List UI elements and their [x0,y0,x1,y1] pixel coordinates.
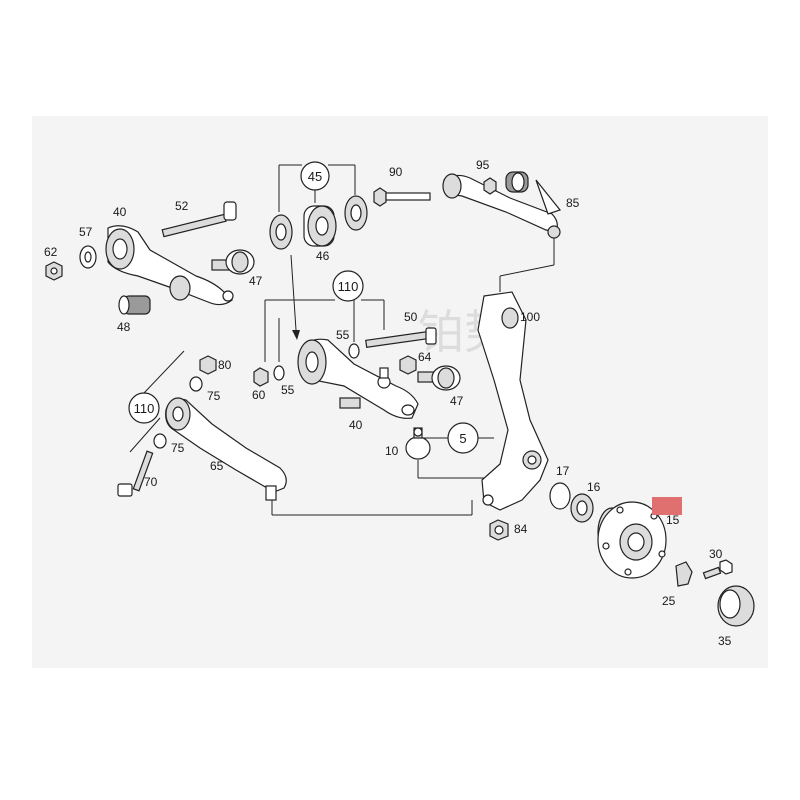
highlight-marker [652,497,682,515]
balljoint-47-left [211,249,255,275]
label-57: 57 [79,225,93,239]
steering-knuckle-100 [477,291,549,511]
label-47-right: 47 [450,394,464,408]
label-84: 84 [514,522,528,536]
label-70: 70 [144,475,158,489]
svg-text:110: 110 [338,279,359,294]
bushing-48 [118,295,151,315]
bolt-50 [365,327,437,348]
nut-62 [45,261,63,281]
bearing-16 [570,493,594,523]
label-15: 15 [666,513,680,527]
bolt-52 [161,201,237,238]
washer-57 [79,245,97,269]
washers-55-60 [253,343,360,387]
label-30: 30 [709,547,723,561]
label-10: 10 [385,444,399,458]
nut-84 [489,519,509,541]
leader-lines [129,164,555,516]
svg-text:45: 45 [308,169,322,184]
label-40-left: 40 [113,205,127,219]
label-55-upper: 55 [336,328,350,342]
balljoint-10 [405,427,431,460]
arrow-head [292,330,300,340]
nut-64 [399,355,417,375]
callout-110-left: 110 [128,392,160,424]
label-75-upper: 75 [207,389,221,403]
label-46: 46 [316,249,330,263]
label-65: 65 [210,459,224,473]
label-40-middle: 40 [349,418,363,432]
callout-5: 5 [447,422,479,454]
label-95: 95 [476,158,490,172]
label-100: 100 [520,310,540,324]
bushing-set-45 [269,195,368,250]
svg-text:110: 110 [134,401,155,416]
label-60: 60 [252,388,266,402]
label-25: 25 [662,594,676,608]
label-16: 16 [587,480,601,494]
label-35: 35 [718,634,732,648]
label-48: 48 [117,320,131,334]
nut-95 [483,177,497,195]
label-64: 64 [418,350,432,364]
label-55-lower: 55 [281,383,295,397]
label-75-lower: 75 [171,441,185,455]
cap-35 [717,585,755,627]
label-90: 90 [389,165,403,179]
callout-110-middle: 110 [332,270,364,302]
balljoint-47-right [417,365,461,391]
nut-80-washer-75 [153,355,217,449]
wheel-hub-15 [597,501,667,579]
seal-17 [549,482,571,510]
label-62: 62 [44,245,58,259]
control-arm-40-left [105,225,234,306]
upper-arm-85 [442,171,562,239]
label-85: 85 [566,196,580,210]
svg-text:5: 5 [459,431,466,446]
callout-45: 45 [300,161,330,191]
clip-25 [675,561,693,587]
label-17: 17 [556,464,570,478]
bolt-30 [702,559,733,580]
label-80: 80 [218,358,232,372]
control-arm-40-middle [297,338,419,419]
label-47-left: 47 [249,274,263,288]
bolt-70 [117,450,154,497]
label-52: 52 [175,199,189,213]
part-labels: 90 95 85 52 40 57 62 46 47 48 50 100 55 … [44,158,732,648]
label-50: 50 [404,310,418,324]
lower-arm-65 [165,397,287,501]
bolt-90 [373,187,431,207]
